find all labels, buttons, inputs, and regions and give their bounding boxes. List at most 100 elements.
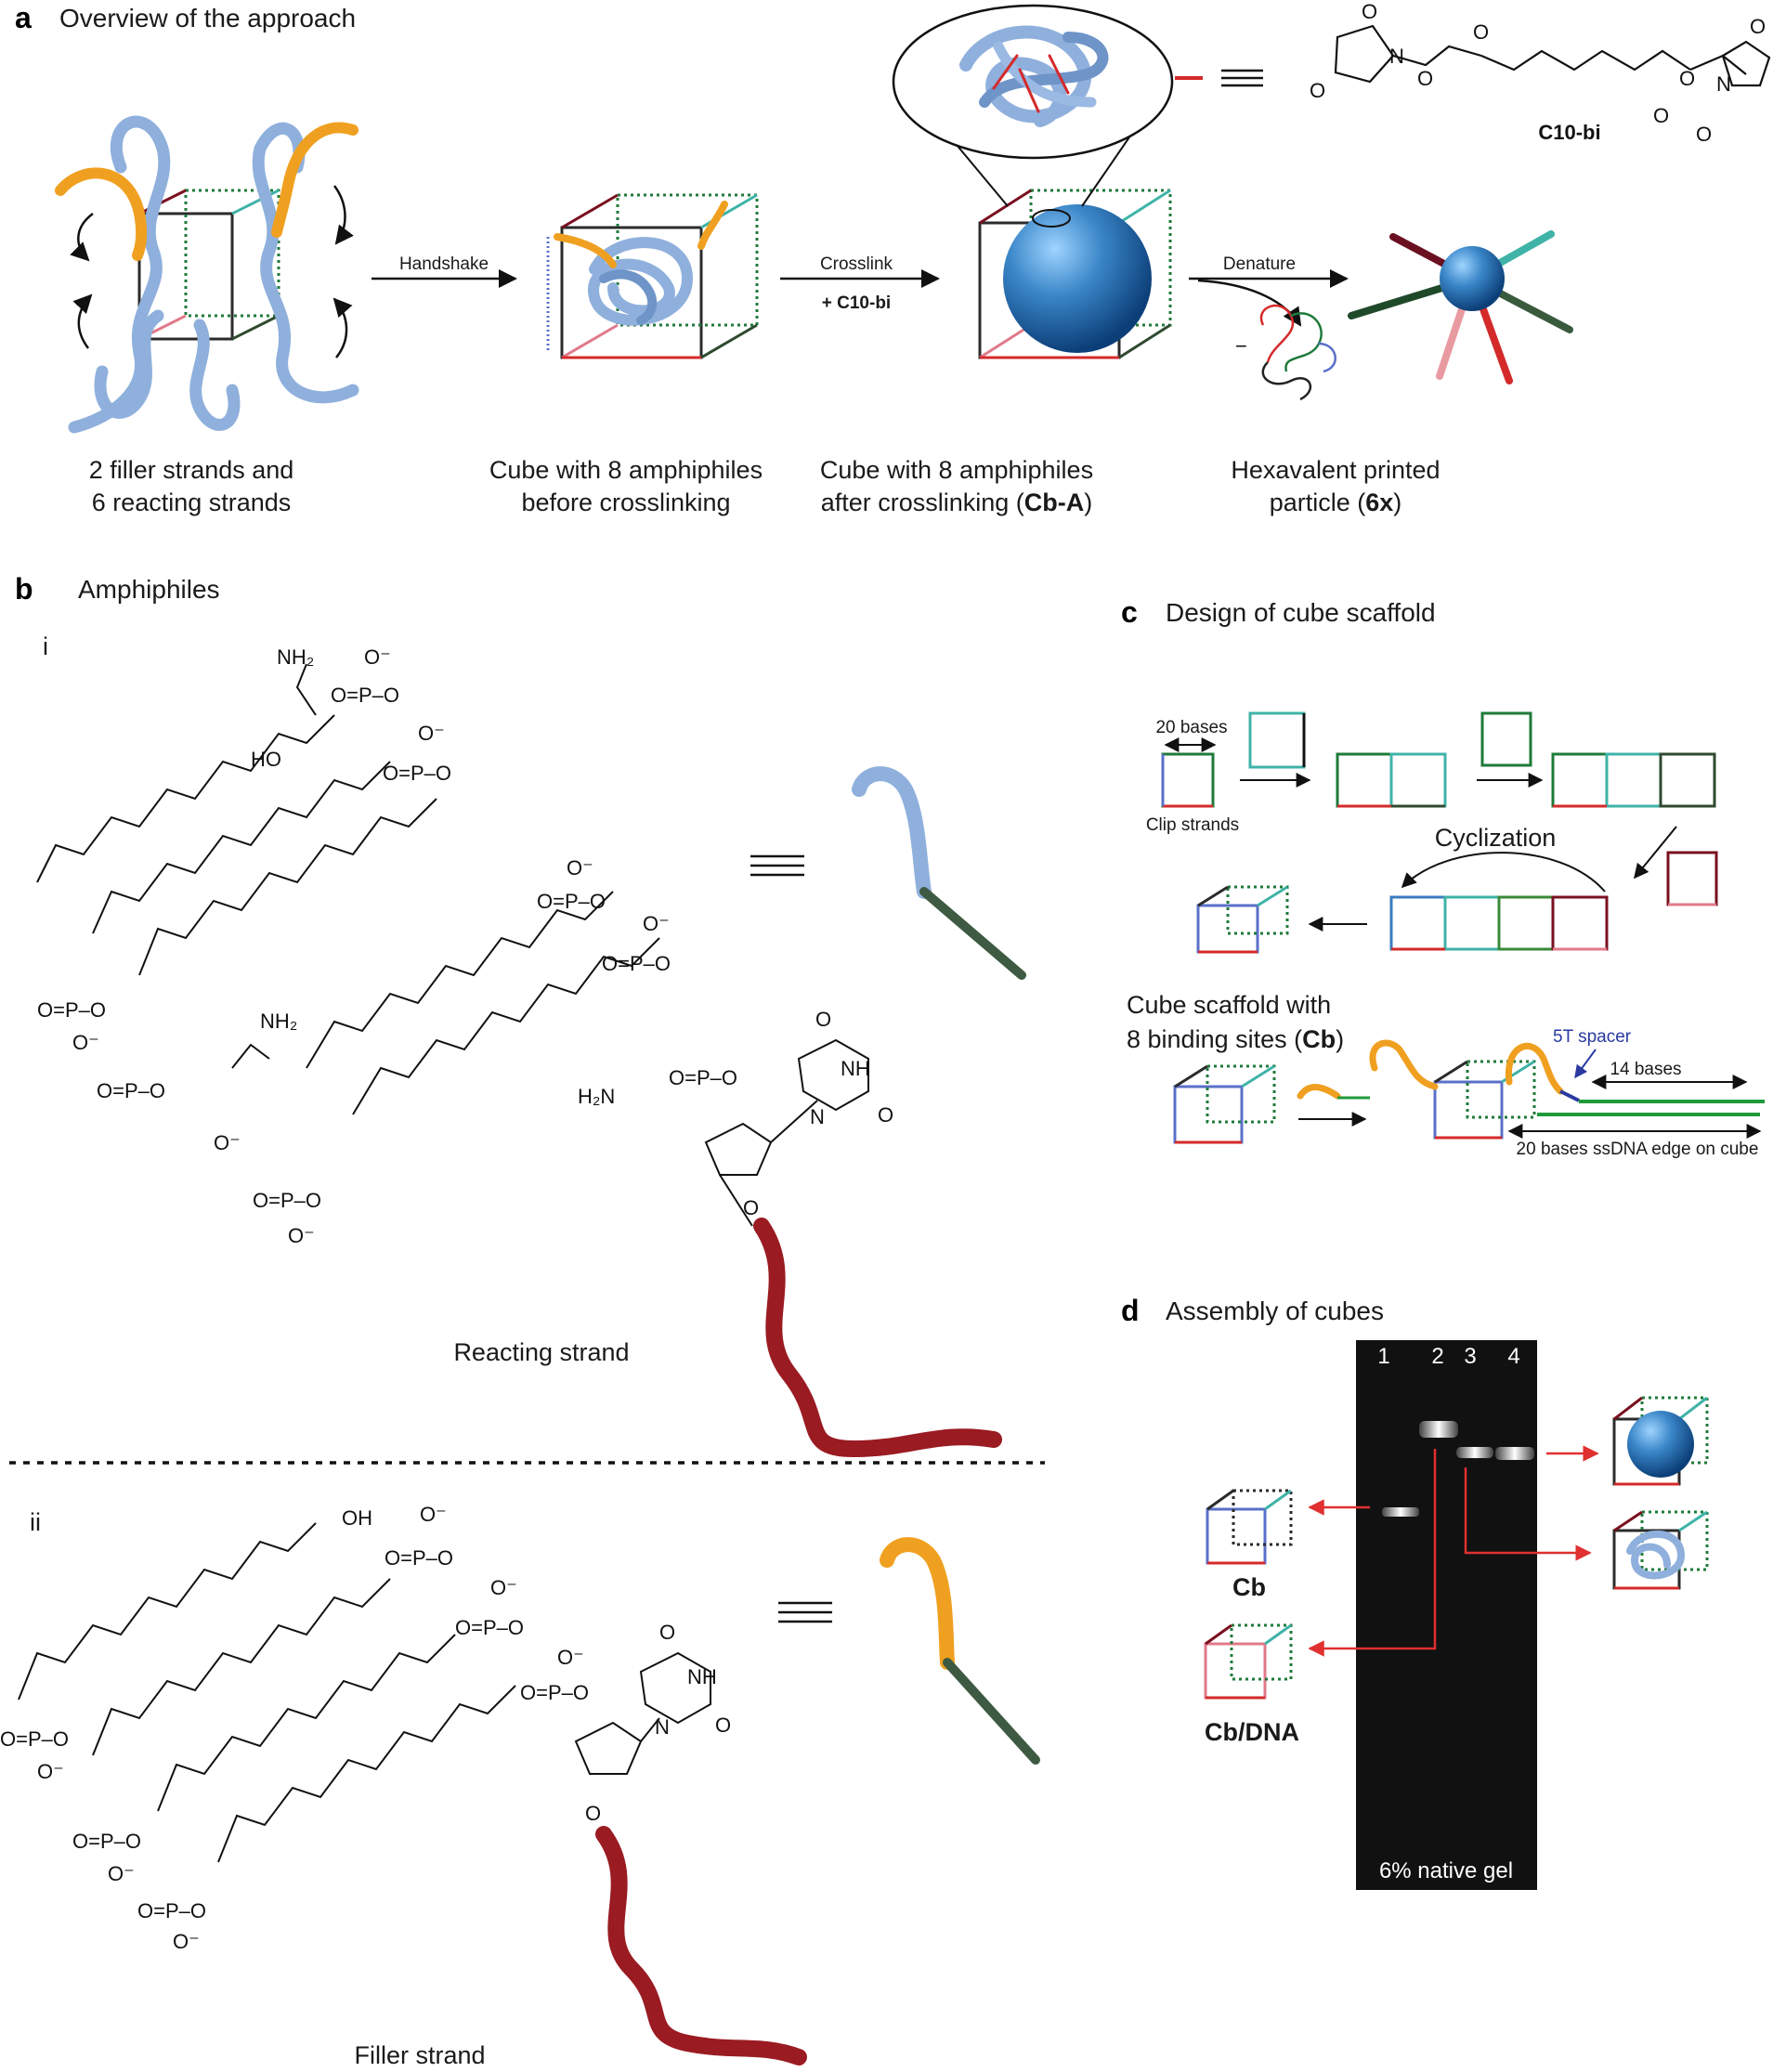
chem-ominus-6: O⁻ bbox=[567, 856, 593, 880]
panel-b-sub-i: i bbox=[43, 632, 48, 660]
chem-opo-f2: O=P–O bbox=[455, 1616, 524, 1639]
chem-ominus-4: O⁻ bbox=[214, 1131, 241, 1154]
atom-o-5: O bbox=[1653, 104, 1669, 127]
chem-ominus-top: O⁻ bbox=[364, 645, 391, 669]
chem-ho: HO bbox=[251, 748, 281, 771]
clip-strands-label: Clip strands bbox=[1146, 815, 1239, 835]
chem-ominus-7: O⁻ bbox=[643, 912, 670, 935]
chem-ominus-f4: O⁻ bbox=[37, 1760, 64, 1783]
polymer-tangle-zoom bbox=[959, 25, 1109, 127]
chem-nh: NH bbox=[841, 1057, 870, 1080]
chem-n: N bbox=[810, 1105, 825, 1128]
equiv-filler bbox=[778, 1601, 832, 1623]
chem-h2n: H₂N bbox=[578, 1085, 615, 1108]
chem-ominus-f3: O⁻ bbox=[557, 1646, 584, 1669]
atom-o-7: O bbox=[1750, 15, 1766, 38]
cyclization-label: Cyclization bbox=[1435, 824, 1557, 852]
uncrosslinked-cube-icon bbox=[1612, 1510, 1709, 1590]
chem-opo-6: O=P–O bbox=[537, 890, 606, 913]
hexavalent-particle bbox=[1348, 230, 1573, 384]
bases-20-label: 20 bases bbox=[1155, 718, 1227, 737]
gel-lane-label: 4 bbox=[1507, 1344, 1519, 1369]
gel-pointers bbox=[1308, 1445, 1599, 1657]
atom-o-6: O bbox=[1679, 67, 1695, 90]
atom-o-1: O bbox=[1362, 0, 1377, 23]
chem-opo-f5: O=P–O bbox=[72, 1830, 141, 1853]
crosslink-label: Crosslink bbox=[820, 254, 893, 274]
label-reacting-strand: Reacting strand bbox=[453, 1338, 629, 1366]
panel-a-captions: 2 filler strands and 6 reacting strands … bbox=[89, 456, 1441, 516]
gel-label: 6% native gel bbox=[1379, 1858, 1513, 1883]
chem-ominus-f2: O⁻ bbox=[490, 1576, 517, 1599]
chem-nh-f: NH bbox=[687, 1665, 717, 1688]
chem-o-fthymine-1: O bbox=[659, 1621, 675, 1644]
chem-opo-3: O=P–O bbox=[37, 998, 106, 1022]
panel-d-title: Assembly of cubes bbox=[1166, 1297, 1384, 1325]
chem-opo-top: O=P–O bbox=[331, 684, 399, 707]
crosslinked-sphere bbox=[1003, 204, 1152, 353]
atom-o-3: O bbox=[1417, 67, 1433, 90]
panel-a-letter: a bbox=[15, 1, 32, 34]
bases-14-label: 14 bases bbox=[1610, 1060, 1681, 1079]
panel-c: c Design of cube scaffold 20 bases Clip … bbox=[1121, 595, 1765, 1159]
strands-diagram bbox=[55, 115, 359, 434]
chem-ominus-f5: O⁻ bbox=[108, 1862, 135, 1885]
chem-nh2-mid: NH₂ bbox=[260, 1010, 297, 1033]
gel-lane-label: 3 bbox=[1464, 1344, 1476, 1369]
label-filler-strand: Filler strand bbox=[354, 2041, 485, 2069]
spacer-label: 5T spacer bbox=[1553, 1027, 1632, 1047]
denature-label: Denature bbox=[1223, 254, 1296, 274]
cb-cube-icon bbox=[1206, 1489, 1293, 1565]
chem-opo-7: O=P–O bbox=[602, 952, 671, 975]
caption-strands-line2: 6 reacting strands bbox=[92, 489, 292, 516]
arrow-denature: Denature − bbox=[1189, 254, 1349, 401]
chem-opo-8: O=P–O bbox=[669, 1066, 737, 1089]
panel-b-letter: b bbox=[15, 572, 33, 606]
scaffold-caption-line2: 8 binding sites (Cb) bbox=[1127, 1025, 1344, 1053]
arrow-handshake: Handshake bbox=[372, 254, 517, 288]
crosslinker-structure: O O N O O O O N O O C10-bi bbox=[1175, 0, 1771, 146]
panel-c-letter: c bbox=[1121, 595, 1138, 629]
label-cb: Cb bbox=[1232, 1573, 1266, 1601]
released-dna-knot bbox=[1259, 305, 1336, 401]
chem-o-fthymine-2: O bbox=[715, 1714, 731, 1737]
band-lane-4 bbox=[1495, 1447, 1534, 1460]
handshake-label: Handshake bbox=[399, 254, 489, 274]
chem-ominus-f6: O⁻ bbox=[173, 1930, 200, 1953]
chem-ominus-3: O⁻ bbox=[72, 1031, 99, 1054]
panel-b-sub-ii: ii bbox=[30, 1508, 41, 1536]
dna-strand-filler bbox=[595, 1826, 807, 2065]
chem-ominus-5: O⁻ bbox=[288, 1224, 315, 1247]
chem-o-thymine-1: O bbox=[815, 1008, 831, 1031]
cba-sphere-cube-icon bbox=[1612, 1396, 1709, 1486]
atom-o-2: O bbox=[1310, 79, 1325, 102]
chem-opo-f4: O=P–O bbox=[0, 1727, 69, 1751]
label-cbdna: Cb/DNA bbox=[1205, 1718, 1299, 1746]
reacting-icon bbox=[852, 766, 1026, 980]
panel-c-title: Design of cube scaffold bbox=[1166, 598, 1436, 627]
cube-after-crosslink bbox=[892, 4, 1174, 359]
panel-b: b Amphiphiles i NH₂ O⁻ O=P–O HO O⁻ bbox=[0, 572, 1045, 2069]
chem-opo-f1: O=P–O bbox=[385, 1546, 453, 1570]
minus-sign: − bbox=[1235, 334, 1247, 358]
caption-after-line2: after crosslinking (Cb-A) bbox=[821, 489, 1093, 516]
gel-lane-label: 1 bbox=[1377, 1344, 1389, 1369]
gel-bands bbox=[1382, 1421, 1534, 1517]
chem-n-f: N bbox=[655, 1715, 670, 1739]
band-lane-3 bbox=[1456, 1447, 1493, 1458]
equiv-reacting bbox=[750, 854, 804, 877]
caption-particle-line1: Hexavalent printed bbox=[1231, 456, 1440, 484]
chem-opo-f6: O=P–O bbox=[137, 1899, 206, 1922]
caption-strands-line1: 2 filler strands and bbox=[89, 456, 294, 484]
atom-o-8: O bbox=[1696, 123, 1712, 146]
scaffold-binding-sites: Cube scaffold with 8 binding sites (Cb) bbox=[1127, 991, 1765, 1159]
panel-a: a Overview of the approach bbox=[15, 0, 1771, 516]
chem-opo-f3: O=P–O bbox=[520, 1681, 589, 1704]
cube-before-crosslink bbox=[546, 193, 759, 359]
chem-o-fsugar: O bbox=[585, 1802, 601, 1825]
scaffold-steps: 20 bases Clip strands Cyclization bbox=[1146, 711, 1718, 954]
chem-oh: OH bbox=[342, 1506, 372, 1530]
